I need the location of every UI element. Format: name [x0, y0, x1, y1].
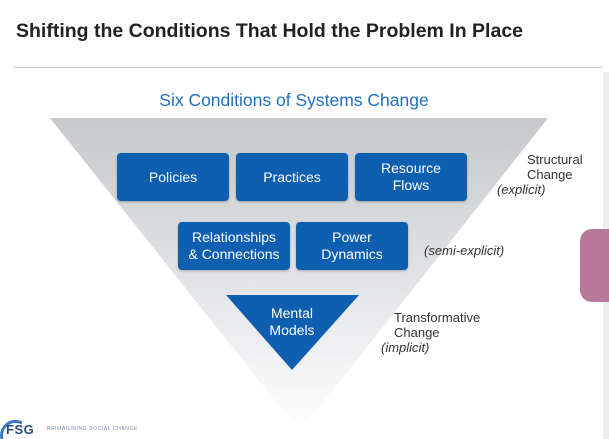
mental-models-label: Mental Models: [269, 305, 315, 338]
fsg-tagline: REIMAGINING SOCIAL CHANGE: [47, 426, 138, 432]
slide-title: Shifting the Conditions That Hold the Pr…: [16, 20, 524, 42]
side-tab[interactable]: [580, 229, 609, 302]
relationships-label: Relationships & Connections: [188, 229, 280, 262]
diagram-title: Six Conditions of Systems Change: [159, 90, 429, 110]
resource-flows-box: Resource Flows: [355, 153, 467, 201]
practices-label: Practices: [263, 168, 321, 185]
fsg-logo-text: FSG: [6, 422, 35, 437]
resource-flows-label: Resource Flows: [381, 160, 441, 193]
title-divider: [14, 67, 602, 68]
mental-models-triangle: [226, 295, 359, 370]
transformative-change-title: Transformative Change: [394, 310, 481, 340]
semi-explicit-label: (semi-explicit): [424, 243, 504, 258]
practices-box: Practices: [236, 153, 348, 201]
explicit-note: (explicit): [497, 182, 546, 197]
structural-change-label: Structural Change (explicit): [497, 152, 597, 197]
relationships-box: Relationships & Connections: [178, 222, 290, 270]
policies-box: Policies: [117, 153, 229, 201]
structural-change-title: Structural Change: [527, 152, 583, 182]
policies-label: Policies: [148, 168, 198, 185]
implicit-note-text: (implicit): [381, 340, 430, 355]
transformative-change-label: Transformative Change (implicit): [381, 310, 501, 355]
power-dynamics-box: Power Dynamics: [296, 222, 408, 270]
fsg-logo-icon: [0, 419, 22, 439]
semi-explicit-note: (semi-explicit): [424, 243, 505, 258]
power-dynamics-label: Power Dynamics: [321, 229, 383, 262]
